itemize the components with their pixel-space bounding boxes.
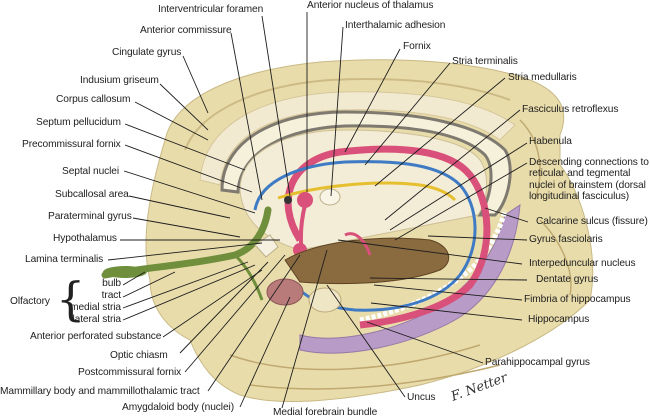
- fasciculus-retroflexus-path: [344, 232, 372, 256]
- leader-lateral-stria: [122, 264, 256, 321]
- label-interthalamic-adhesion: Interthalamic adhesion: [345, 20, 446, 31]
- dentate-gyrus-shape: [359, 209, 508, 323]
- interthalamic-adhesion-shape: [319, 188, 341, 206]
- leader-olfactory-bulb: [122, 271, 146, 286]
- leader-fasciculus-retroflexus: [384, 109, 521, 221]
- leader-lines: [107, 12, 529, 409]
- olfactory-brace: {: [56, 272, 86, 326]
- leader-habenula: [389, 142, 528, 231]
- leader-fornix: [344, 48, 401, 153]
- label-fimbria-of-hippocampus: Fimbria of hippocampus: [524, 294, 631, 305]
- stria-medullaris-path: [277, 181, 457, 202]
- label-habenula: Habenula: [529, 136, 572, 147]
- label-postcommissural-fornix: Postcommissural fornix: [78, 367, 182, 378]
- label-septum-pellucidum: Septum pellucidum: [36, 117, 121, 128]
- leader-subcallosal-area: [128, 195, 231, 219]
- leader-paraterminal-gyrus: [132, 217, 241, 238]
- leader-cingulate-gyrus: [182, 55, 209, 114]
- label-calcarine-sulcus: Calcarine sulcus (fissure): [536, 216, 648, 227]
- leader-precommissural-fornix: [124, 144, 253, 193]
- label-fornix: Fornix: [403, 41, 431, 52]
- leader-postcommissural-fornix: [184, 254, 286, 373]
- leader-interthalamic-adhesion: [330, 26, 344, 197]
- label-hippocampus: Hippocampus: [528, 314, 590, 325]
- corpus-callosum-shape: [220, 110, 512, 217]
- amygdaloid-body-shape: [266, 278, 304, 306]
- leader-indusium-griseum: [159, 83, 209, 131]
- olfactory-bulb-shape: [103, 266, 147, 278]
- label-anterior-nucleus-of-thalamus: Anterior nucleus of thalamus: [307, 0, 434, 11]
- leader-dentate-gyrus: [369, 277, 528, 281]
- leader-mammillary-body: [207, 254, 301, 392]
- gyral-fold: [184, 78, 511, 151]
- label-fasciculus-retroflexus: Fasciculus retroflexus: [522, 104, 619, 115]
- leader-hippocampus: [370, 302, 523, 321]
- label-interpeduncular-nucleus: Interpeduncular nucleus: [529, 258, 636, 269]
- label-gyrus-fasciolaris: Gyrus fasciolaris: [529, 234, 603, 245]
- label-lateral-stria: lateral stria: [72, 314, 121, 325]
- label-anterior-perforated-substance: Anterior perforated substance: [30, 331, 162, 342]
- label-septal-nuclei: Septal nuclei: [62, 166, 120, 177]
- leader-medial-forebrain-bundle: [281, 249, 328, 409]
- leader-parahippocampal-gyrus: [366, 321, 484, 364]
- leader-corpus-callosum: [134, 101, 209, 141]
- leader-calcarine-sulcus: [484, 207, 529, 223]
- anterior-thalamic-nucleus: [297, 192, 313, 208]
- leader-interventricular-foramen: [261, 15, 291, 197]
- leader-olfactory-tract: [122, 271, 176, 298]
- label-stria-terminalis: Stria terminalis: [452, 56, 518, 67]
- label-mammillary-body: Mammillary body and mammillothalamic tra…: [0, 386, 200, 397]
- leader-optic-chiasm: [179, 261, 269, 354]
- leader-stria-terminalis: [364, 62, 451, 166]
- label-subcallosal-area: Subcallosal area: [55, 189, 129, 200]
- label-stria-medullaris: Stria medullaris: [508, 72, 577, 83]
- label-cingulate-gyrus: Cingulate gyrus: [112, 47, 182, 58]
- label-dentate-gyrus: Dentate gyrus: [536, 274, 599, 285]
- label-descending-connections: Descending connections to reticular and …: [529, 157, 649, 203]
- gyral-fold: [519, 119, 541, 201]
- gyral-fold: [249, 364, 501, 390]
- leader-anterior-commissure: [230, 32, 263, 201]
- cingulate-gyrus-band: [199, 91, 516, 186]
- leader-descending-connections: [394, 162, 528, 241]
- gyral-fold: [539, 219, 572, 296]
- leader-anterior-perforated: [162, 269, 263, 338]
- label-interventricular-foramen: Interventricular foramen: [158, 4, 264, 15]
- leader-interpeduncular-nucleus: [337, 239, 523, 265]
- label-anterior-commissure: Anterior commissure: [140, 25, 232, 36]
- stria-terminalis-arc: [253, 160, 477, 312]
- leader-medial-stria: [122, 261, 249, 309]
- uncus-shape: [308, 287, 342, 313]
- label-precommissural-fornix: Precommissural fornix: [22, 139, 121, 150]
- anterior-commissure-dot: [284, 196, 292, 204]
- leader-lamina-terminalis: [107, 242, 263, 261]
- leader-fimbria: [373, 284, 523, 301]
- label-indusium-griseum: Indusium griseum: [80, 75, 159, 86]
- label-corpus-callosum: Corpus callosum: [56, 94, 131, 105]
- label-amygdaloid-body: Amygdaloid body (nuclei): [122, 402, 234, 413]
- label-olfactory: Olfactory: [10, 296, 50, 307]
- label-hypothalamus: Hypothalamus: [53, 233, 117, 244]
- leader-septum-pellucidum: [124, 123, 246, 171]
- label-uncus: Uncus: [407, 392, 436, 403]
- label-parahippocampal-gyrus: Parahippocampal gyrus: [485, 357, 590, 368]
- label-lamina-terminalis: Lamina terminalis: [25, 254, 104, 265]
- leader-septal-nuclei: [123, 170, 256, 214]
- label-olfactory-bulb: bulb: [102, 278, 121, 289]
- label-paraterminal-gyrus: Paraterminal gyrus: [48, 211, 132, 222]
- label-medial-stria: medial stria: [70, 302, 121, 313]
- leader-stria-medullaris: [374, 77, 506, 187]
- label-optic-chiasm: Optic chiasm: [110, 350, 168, 361]
- label-medial-forebrain-bundle: Medial forebrain bundle: [273, 407, 378, 418]
- leader-amygdaloid-body: [239, 296, 291, 408]
- gyral-fold: [229, 344, 481, 371]
- leader-uncus: [326, 284, 406, 398]
- label-olfactory-tract: tract: [101, 290, 121, 301]
- optic-chiasm-shape: [254, 234, 279, 258]
- olfactory-striae: [233, 253, 264, 301]
- leader-gyrus-fasciolaris: [427, 235, 528, 241]
